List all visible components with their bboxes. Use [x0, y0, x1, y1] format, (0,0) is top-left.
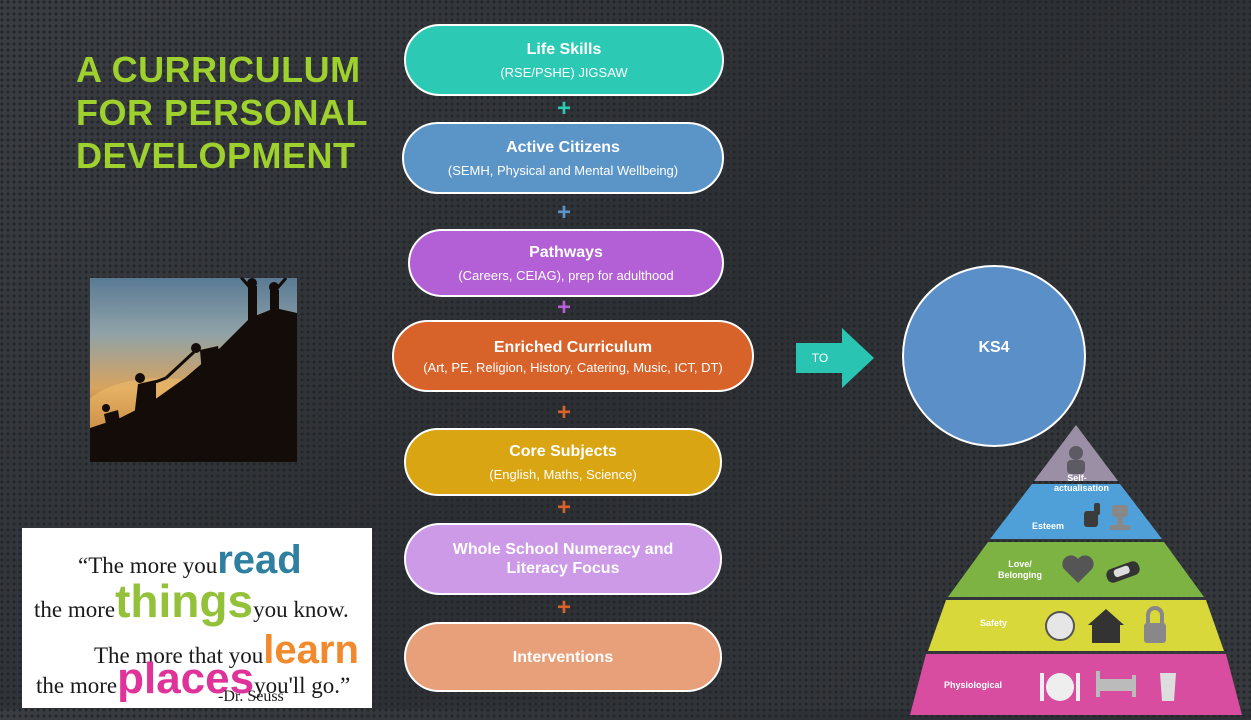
quote-author: -Dr. Seuss	[218, 688, 284, 705]
plus-icon: +	[556, 399, 571, 426]
interventions-pill: Interventions	[404, 622, 722, 692]
quote-text: you'll go.”	[254, 673, 351, 698]
quote-text: the more	[34, 597, 116, 622]
quote-text: “The more you	[78, 553, 218, 578]
pill-subtext: (RSE/PSHE) JIGSAW	[500, 65, 628, 80]
quote-highlight-read: read	[217, 538, 302, 582]
maslow-pyramid: Self-actualisation Esteem Love/ Belongin…	[910, 425, 1242, 715]
pill-heading: Pathways	[529, 244, 603, 261]
arrow-head-icon	[842, 328, 874, 388]
pill-subtext: (Careers, CEIAG), prep for adulthood	[458, 268, 674, 283]
pill-heading: Life Skills	[526, 41, 602, 58]
climbers-silhouette-icon	[90, 278, 297, 462]
ks4-label: KS4	[978, 339, 1010, 356]
pyramid-label-love: Love/ Belonging	[998, 559, 1042, 580]
title-line-3: DEVELOPMENT	[76, 135, 356, 176]
dr-seuss-quote-image: “The more youread the morethingsyou know…	[22, 528, 372, 708]
ks4-circle: KS4	[902, 265, 1086, 447]
title-line-2: FOR PERSONAL	[76, 92, 369, 133]
numeracy-literacy-pill: Whole School Numeracy and Literacy Focus	[404, 523, 722, 595]
quote-text: The more that you	[94, 643, 264, 668]
pill-heading: Core Subjects	[509, 443, 617, 460]
plus-icon: +	[556, 494, 571, 521]
plus-icon: +	[556, 95, 571, 122]
pill-heading: Enriched Curriculum	[493, 339, 653, 356]
quote-highlight-places: places	[117, 654, 255, 703]
active-citizens-pill: Active Citizens (SEMH, Physical and Ment…	[402, 122, 724, 194]
padlock-icon	[1144, 606, 1166, 643]
title-line-1: A CURRICULUM	[76, 49, 361, 90]
thumbs-up-icon	[1084, 503, 1100, 527]
pill-subtext: (SEMH, Physical and Mental Wellbeing)	[447, 163, 679, 178]
quote-text: you know.	[253, 597, 349, 622]
pathways-pill: Pathways (Careers, CEIAG), prep for adul…	[408, 229, 724, 297]
plus-icon: +	[556, 294, 571, 321]
money-icon	[1045, 611, 1075, 641]
climbers-photo	[90, 278, 297, 462]
quote-highlight-things: things	[115, 575, 254, 627]
slide: A CURRICULUM FOR PERSONAL DEVELOPMENT Li…	[6, 10, 1246, 715]
pill-heading: Whole School Numeracy and Literacy Focus	[452, 541, 674, 577]
pyramid-label-self-actualisation: Self-actualisation	[1054, 473, 1110, 493]
quote-highlight-learn: learn	[263, 628, 359, 672]
pyramid-label-physiological: Physiological	[944, 680, 1003, 690]
life-skills-pill: Life Skills (RSE/PSHE) JIGSAW	[404, 24, 724, 96]
handshake-icon	[1106, 561, 1140, 583]
enriched-curriculum-pill: Enriched Curriculum (Art, PE, Religion, …	[392, 320, 754, 392]
core-subjects-pill: Core Subjects (English, Maths, Science)	[404, 428, 722, 496]
pyramid-label-safety: Safety	[980, 618, 1008, 628]
person-icon	[1067, 446, 1085, 474]
pill-heading: Interventions	[512, 648, 614, 666]
to-arrow: TO	[796, 343, 844, 373]
heart-icon	[1062, 555, 1094, 583]
glass-icon	[1160, 673, 1176, 701]
pyramid-level-safety	[928, 600, 1224, 651]
pill-heading: Active Citizens	[506, 139, 620, 156]
pill-subtext: (Art, PE, Religion, History, Catering, M…	[423, 360, 723, 375]
trophy-icon	[1110, 505, 1130, 530]
slide-title: A CURRICULUM FOR PERSONAL DEVELOPMENT	[76, 48, 396, 177]
bed-icon	[1096, 671, 1136, 697]
house-icon	[1088, 609, 1124, 643]
plus-icon: +	[556, 594, 571, 621]
plus-icon: +	[556, 199, 571, 226]
plate-cutlery-icon	[1040, 673, 1080, 701]
pyramid-label-esteem: Esteem	[1032, 521, 1065, 531]
quote-text: the more	[36, 673, 118, 698]
pill-subtext: (English, Maths, Science)	[489, 467, 637, 482]
